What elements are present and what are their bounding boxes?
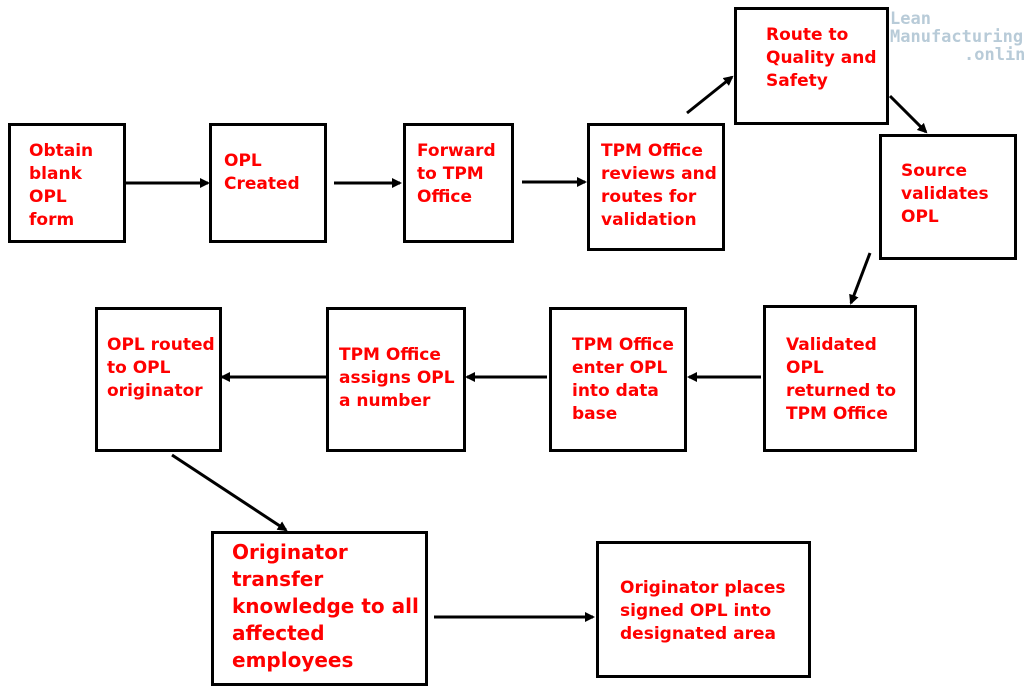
step-route-label: Route to Quality and Safety xyxy=(766,25,877,91)
step-enter-box xyxy=(549,307,687,452)
step-source-label: Source validates OPL xyxy=(901,161,989,227)
step-created-label: OPL Created xyxy=(224,151,300,194)
step-routed-box xyxy=(95,307,222,452)
arrow-routed-to-transfer xyxy=(171,453,288,532)
step-returned-label: Validated OPL returned to TPM Office xyxy=(786,335,897,424)
step-obtain-box xyxy=(8,123,126,243)
arrow-reviews-to-route xyxy=(686,75,734,115)
step-places-label: Originator places signed OPL into design… xyxy=(620,578,786,644)
step-assigns-label: TPM Office assigns OPL a number xyxy=(339,345,455,411)
step-transfer-box xyxy=(211,531,428,686)
watermark-line-1: Lean xyxy=(890,9,931,29)
step-created-box xyxy=(209,123,327,243)
step-obtain-label: Obtain blank OPL form xyxy=(29,141,94,230)
step-enter-label: TPM Office enter OPL into data base xyxy=(572,335,674,424)
step-source-box xyxy=(879,134,1017,260)
step-forward-label: Forward to TPM Office xyxy=(417,141,496,207)
arrow-route-to-source xyxy=(888,94,928,134)
step-reviews-label: TPM Office reviews and routes for valida… xyxy=(601,141,717,230)
step-route-box xyxy=(734,7,889,125)
watermark-line-2: Manufacturing xyxy=(890,27,1024,47)
step-returned-box xyxy=(763,305,917,452)
watermark-line-3: .online xyxy=(964,45,1024,65)
step-places-box xyxy=(596,541,811,678)
step-routed-label: OPL routed to OPL originator xyxy=(107,335,215,401)
step-reviews-box xyxy=(587,123,725,251)
arrow-source-to-returned xyxy=(849,252,872,305)
step-assigns-box xyxy=(326,307,466,452)
step-transfer-label: Originator transfer knowledge to all aff… xyxy=(232,540,419,672)
step-forward-box xyxy=(403,123,514,243)
